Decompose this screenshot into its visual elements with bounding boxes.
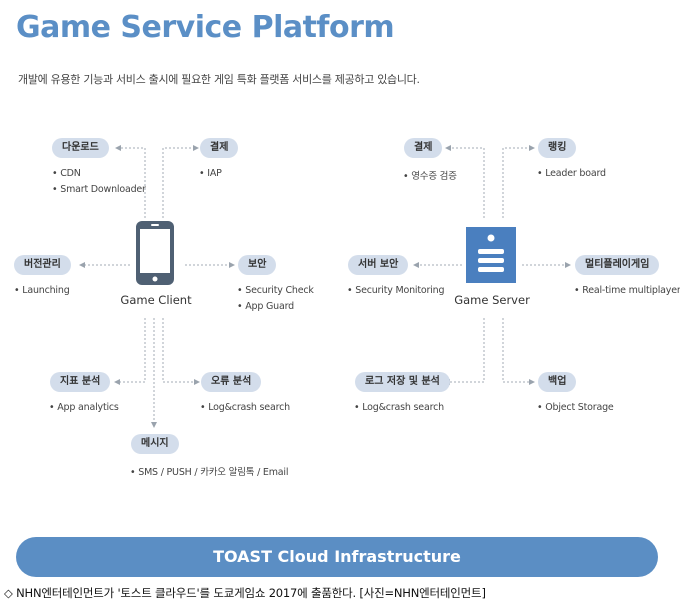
server-security-item-monitoring: Security Monitoring [347, 285, 444, 296]
log-item-search: Log&crash search [354, 402, 444, 413]
ranking-pill: 랭킹 [538, 138, 577, 158]
download-pill: 다운로드 [52, 138, 109, 158]
toast-cloud-infrastructure-bar: TOAST Cloud Infrastructure [16, 537, 658, 577]
multiplayer-pill: 멀티플레이게임 [575, 255, 660, 275]
version-item-launching: Launching [14, 285, 69, 296]
version-pill: 버전관리 [14, 255, 71, 275]
game-server-label: Game Server [454, 293, 530, 307]
backup-pill: 백업 [538, 372, 577, 392]
server-payment-pill: 결제 [404, 138, 443, 158]
ranking-item-leader-board: Leader board [537, 168, 606, 179]
error-pill: 오류 분석 [201, 372, 262, 392]
message-pill: 메시지 [131, 434, 179, 454]
server-payment-item-receipt: 영수증 검증 [403, 168, 457, 182]
log-analysis-pill: 로그 저장 및 분석 [355, 372, 450, 392]
page-title: Game Service Platform [16, 10, 395, 45]
server-security-pill: 서버 보안 [348, 255, 409, 275]
security-item-app-guard: App Guard [237, 301, 294, 312]
photo-caption: ◇ NHN엔터테인먼트가 '토스트 클라우드'를 도쿄게임쇼 2017에 출품한… [4, 586, 486, 600]
message-item-channels: SMS / PUSH / 카카오 알림톡 / Email [130, 464, 288, 478]
analytics-item-app: App analytics [49, 402, 119, 413]
download-item-cdn: CDN [52, 168, 81, 179]
download-item-smart-downloader: Smart Downloader [52, 184, 146, 195]
analytics-pill: 지표 분석 [50, 372, 111, 392]
server-icon [466, 227, 516, 283]
backup-item-object-storage: Object Storage [537, 402, 614, 413]
game-client-label: Game Client [120, 293, 192, 307]
error-item-log: Log&crash search [200, 402, 290, 413]
client-payment-pill: 결제 [200, 138, 239, 158]
security-item-check: Security Check [237, 285, 314, 296]
multiplayer-item-realtime: Real-time multiplayer [574, 285, 680, 296]
client-security-pill: 보안 [238, 255, 277, 275]
client-payment-item-iap: IAP [199, 168, 222, 179]
page-subtitle: 개발에 유용한 기능과 서비스 출시에 필요한 게임 특화 플랫폼 서비스를 제… [18, 73, 420, 86]
smartphone-icon [136, 221, 174, 285]
